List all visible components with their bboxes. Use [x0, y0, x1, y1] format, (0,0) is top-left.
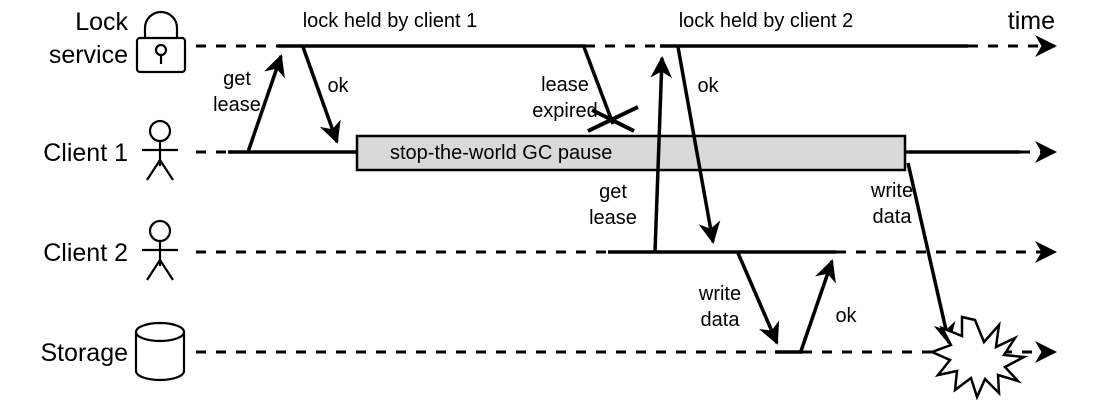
arrow-write-data-client2 — [736, 252, 780, 345]
lane-label-client-1-line1: Client 1 — [43, 139, 128, 167]
label-ok-from-storage: ok — [835, 305, 857, 327]
span-label-lock-held-by-client-1: lock held by client 1 — [303, 10, 478, 32]
lease-expired-cross-icon — [587, 105, 639, 133]
arrow-ok-to-client1 — [301, 46, 341, 144]
label-write-data-client1-line2: data — [873, 206, 913, 228]
lane-label-client-2-line1: Client 2 — [43, 239, 128, 267]
label-get-lease-client2-line1: get — [599, 181, 627, 203]
stick-figure-icon-client-2 — [142, 219, 178, 281]
label-get-lease-client1: get lease — [213, 68, 261, 116]
label-ok-to-client2: ok — [697, 75, 719, 97]
arrow-ok-from-storage — [799, 259, 836, 352]
label-ok-from-storage-line1: ok — [835, 305, 857, 327]
stop-the-world-gc-pause-label: stop-the-world GC pause — [390, 142, 612, 164]
lane-label-storage: Storage — [40, 339, 128, 367]
lane-label-client-2: Client 2 — [43, 239, 128, 267]
lane-label-lock-service-line1: Lock — [75, 8, 128, 36]
label-write-data-client2-line1: write — [698, 283, 741, 305]
label-get-lease-client1-line1: get — [223, 68, 251, 90]
time-axis-label: time — [1008, 7, 1055, 35]
corruption-burst-icon — [928, 315, 1029, 400]
label-ok-to-client2-line1: ok — [697, 75, 719, 97]
label-lease-expired-line2: expired — [532, 100, 598, 122]
span-label-lock-held-by-client-2: lock held by client 2 — [679, 10, 854, 32]
label-write-data-client1-line1: write — [870, 180, 913, 202]
label-write-data-client1: write data — [870, 180, 913, 228]
label-ok-to-client1: ok — [327, 75, 349, 97]
label-lease-expired: lease expired — [532, 74, 598, 122]
lane-label-lock-service-line2: service — [49, 41, 128, 69]
arrow-lease-expired — [582, 46, 615, 125]
lane-label-lock-service: Lock service — [49, 8, 129, 69]
label-lease-expired-line1: lease — [541, 74, 589, 96]
label-get-lease-client2-line2: lease — [589, 207, 637, 229]
arrow-ok-to-client2 — [676, 46, 721, 244]
label-get-lease-client1-line2: lease — [213, 94, 261, 116]
arrow-write-data-client1 — [906, 162, 956, 345]
stop-the-world-gc-pause-box — [355, 134, 907, 172]
arrow-get-lease-client2 — [650, 56, 673, 253]
lane-label-client-1: Client 1 — [43, 139, 128, 167]
stick-figure-icon-client-1 — [142, 119, 178, 181]
label-write-data-client2: write data — [698, 283, 741, 331]
label-write-data-client2-line2: data — [701, 309, 741, 331]
padlock-icon — [135, 10, 187, 74]
database-cylinder-icon — [134, 321, 186, 382]
label-get-lease-client2: get lease — [589, 181, 637, 229]
arrow-get-lease-client1 — [246, 54, 285, 153]
label-ok-to-client1-line1: ok — [327, 75, 349, 97]
lane-label-storage-line1: Storage — [40, 339, 128, 367]
